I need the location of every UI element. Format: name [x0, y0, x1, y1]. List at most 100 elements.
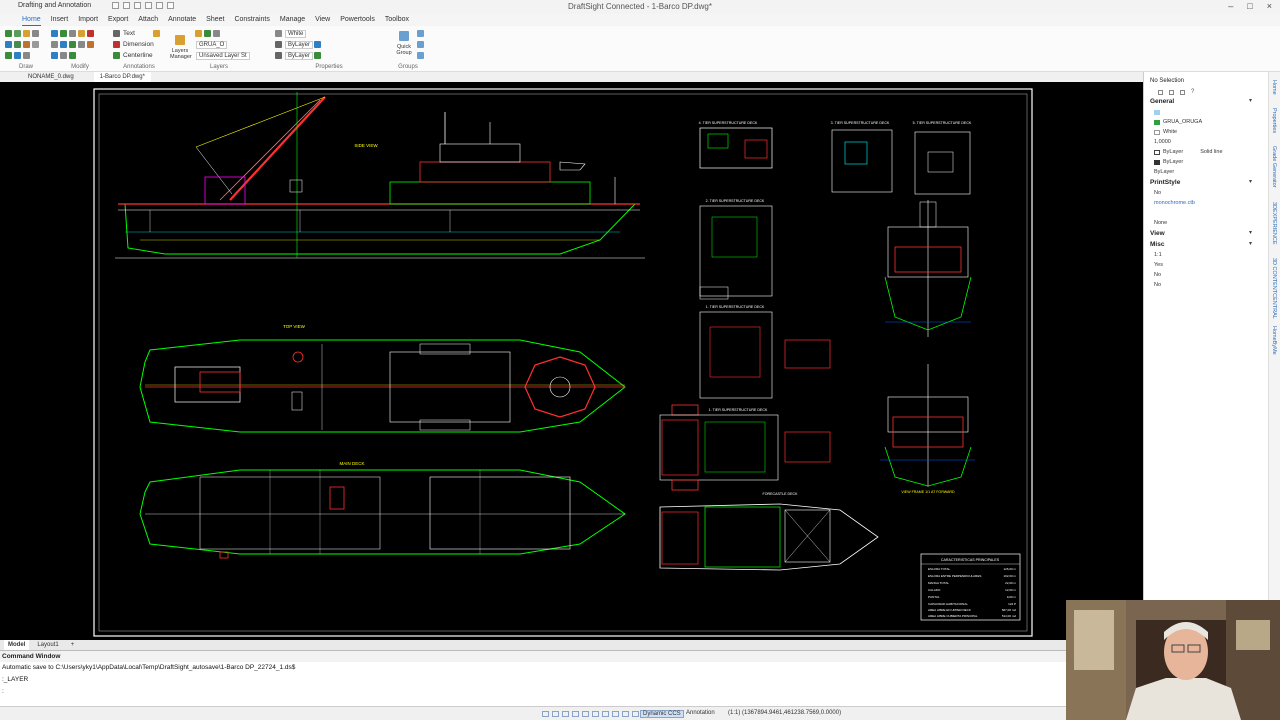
- hatch-icon[interactable]: [14, 41, 21, 48]
- help-icon[interactable]: ?: [1191, 89, 1195, 95]
- property-layer[interactable]: GRUA_ORUGA: [1144, 117, 1268, 127]
- tab-home[interactable]: Home: [22, 14, 41, 26]
- property-misc-row[interactable]: No: [1154, 282, 1162, 288]
- etrack-icon[interactable]: [592, 711, 599, 717]
- workspace-label[interactable]: Drafting and Annotation: [18, 2, 92, 9]
- scale-icon[interactable]: [78, 30, 85, 37]
- side-tab-home[interactable]: Home: [1271, 80, 1277, 95]
- property-lineweight[interactable]: ByLayer: [1144, 157, 1268, 167]
- erase-icon[interactable]: [87, 30, 94, 37]
- tab-sheet[interactable]: Sheet: [206, 16, 225, 23]
- layer-state-combo[interactable]: Unsaved Layer St: [196, 51, 250, 60]
- property-print-row[interactable]: No: [1154, 190, 1162, 196]
- layer-freeze-icon[interactable]: [195, 30, 202, 37]
- open-icon[interactable]: [123, 2, 130, 9]
- property-print-row[interactable]: [1144, 208, 1268, 218]
- property-print-table[interactable]: monochrome.ctb: [1154, 200, 1195, 206]
- property-misc-row[interactable]: 1:1: [1154, 252, 1162, 258]
- side-tab-homebyme[interactable]: HomeByMe: [1271, 326, 1277, 355]
- ungroup-icon[interactable]: [417, 52, 424, 59]
- lineweight-combo[interactable]: ByLayer: [285, 51, 314, 60]
- property-print-row[interactable]: None: [1154, 220, 1168, 226]
- quick-select-icon[interactable]: [1169, 89, 1174, 95]
- tab-toolbox[interactable]: Toolbox: [384, 16, 409, 23]
- new-icon[interactable]: [112, 2, 119, 9]
- section-misc[interactable]: Misc: [1144, 239, 1268, 250]
- tab-model[interactable]: Model: [4, 640, 30, 650]
- centerline-tool[interactable]: Centerline: [112, 50, 166, 61]
- undo-icon[interactable]: [156, 2, 163, 9]
- doc-tab-barco[interactable]: 1-Barco DP.dwg*: [93, 72, 151, 82]
- tab-insert[interactable]: Insert: [50, 16, 69, 23]
- explode-icon[interactable]: [69, 52, 76, 59]
- trim-icon[interactable]: [51, 41, 58, 48]
- save-icon[interactable]: [134, 2, 141, 9]
- drawing-canvas[interactable]: SIDE VIEW: [0, 82, 1143, 640]
- tab-import[interactable]: Import: [78, 16, 99, 23]
- linestyle-combo[interactable]: ByLayer: [285, 40, 314, 49]
- tab-export[interactable]: Export: [108, 16, 129, 23]
- offset-icon[interactable]: [69, 41, 76, 48]
- add-layout-button[interactable]: +: [70, 642, 75, 648]
- fillet-icon[interactable]: [87, 41, 94, 48]
- maximize-icon[interactable]: □: [1247, 1, 1253, 11]
- mirror-icon[interactable]: [78, 41, 85, 48]
- tab-powertools[interactable]: Powertools: [340, 16, 375, 23]
- minimize-icon[interactable]: –: [1228, 1, 1234, 11]
- linestyle-icon[interactable]: [275, 41, 282, 48]
- close-icon[interactable]: ×: [1266, 1, 1272, 11]
- polyline-icon[interactable]: [14, 30, 21, 37]
- layer-combo[interactable]: GRUA_O: [196, 40, 228, 49]
- tab-manage[interactable]: Manage: [279, 16, 306, 23]
- lineweight-toggle-icon[interactable]: [602, 711, 609, 717]
- extend-icon[interactable]: [60, 41, 67, 48]
- tab-attach[interactable]: Attach: [138, 16, 159, 23]
- copy-icon[interactable]: [60, 30, 67, 37]
- match-properties-icon[interactable]: [275, 30, 282, 37]
- note-icon[interactable]: [152, 30, 160, 37]
- tab-layout1[interactable]: Layout1: [37, 642, 59, 648]
- grid-icon[interactable]: [552, 711, 559, 717]
- snap-icon[interactable]: [542, 711, 549, 717]
- layer-on-icon[interactable]: [204, 30, 211, 37]
- rotate-icon[interactable]: [69, 30, 76, 37]
- arc-icon[interactable]: [32, 30, 39, 37]
- doc-tab-noname[interactable]: NONAME_0.dwg: [28, 74, 74, 80]
- tab-view[interactable]: View: [315, 16, 331, 23]
- model-toggle-icon[interactable]: [612, 711, 619, 717]
- property-misc-row[interactable]: Yes: [1154, 262, 1163, 268]
- line-icon[interactable]: [5, 30, 12, 37]
- select-objects-icon[interactable]: [1158, 89, 1163, 95]
- esnap-icon[interactable]: [582, 711, 589, 717]
- side-tab-grade-generator[interactable]: Grade Generator: [1271, 146, 1277, 188]
- properties-extra-icon[interactable]: [314, 52, 322, 59]
- polygon-icon[interactable]: [14, 52, 21, 59]
- color-combo[interactable]: White: [285, 29, 307, 38]
- property-scale[interactable]: 1,0000: [1154, 139, 1171, 145]
- section-printstyle[interactable]: PrintStyle: [1144, 177, 1268, 188]
- property-misc-row[interactable]: No: [1154, 272, 1162, 278]
- circle-icon[interactable]: [23, 30, 30, 37]
- ortho-icon[interactable]: [562, 711, 569, 717]
- move-icon[interactable]: [51, 30, 58, 37]
- quick-input-icon[interactable]: [622, 711, 629, 717]
- tab-annotate[interactable]: Annotate: [168, 16, 197, 23]
- layers-manager-button[interactable]: Layers Manager: [170, 34, 192, 60]
- property-color[interactable]: White: [1144, 127, 1268, 137]
- rectangle-icon[interactable]: [5, 41, 12, 48]
- spline-icon[interactable]: [23, 41, 30, 48]
- property-transparency[interactable]: ByLayer: [1154, 169, 1175, 175]
- group-select-icon[interactable]: [417, 41, 424, 48]
- point-icon[interactable]: [32, 41, 39, 48]
- print-icon[interactable]: [145, 2, 152, 9]
- region-icon[interactable]: [23, 52, 30, 59]
- selection-dropdown[interactable]: No Selection: [1150, 78, 1185, 84]
- side-tab-3dcontentcentral[interactable]: 3D CONTENTCENTRAL: [1271, 258, 1277, 319]
- layer-lock-icon[interactable]: [213, 30, 220, 37]
- annotation-scale[interactable]: (1:1): [728, 710, 741, 716]
- section-general[interactable]: General: [1144, 96, 1268, 107]
- array-icon[interactable]: [51, 52, 58, 59]
- dimension-tool[interactable]: Dimension: [112, 39, 166, 50]
- ellipse-icon[interactable]: [5, 52, 12, 59]
